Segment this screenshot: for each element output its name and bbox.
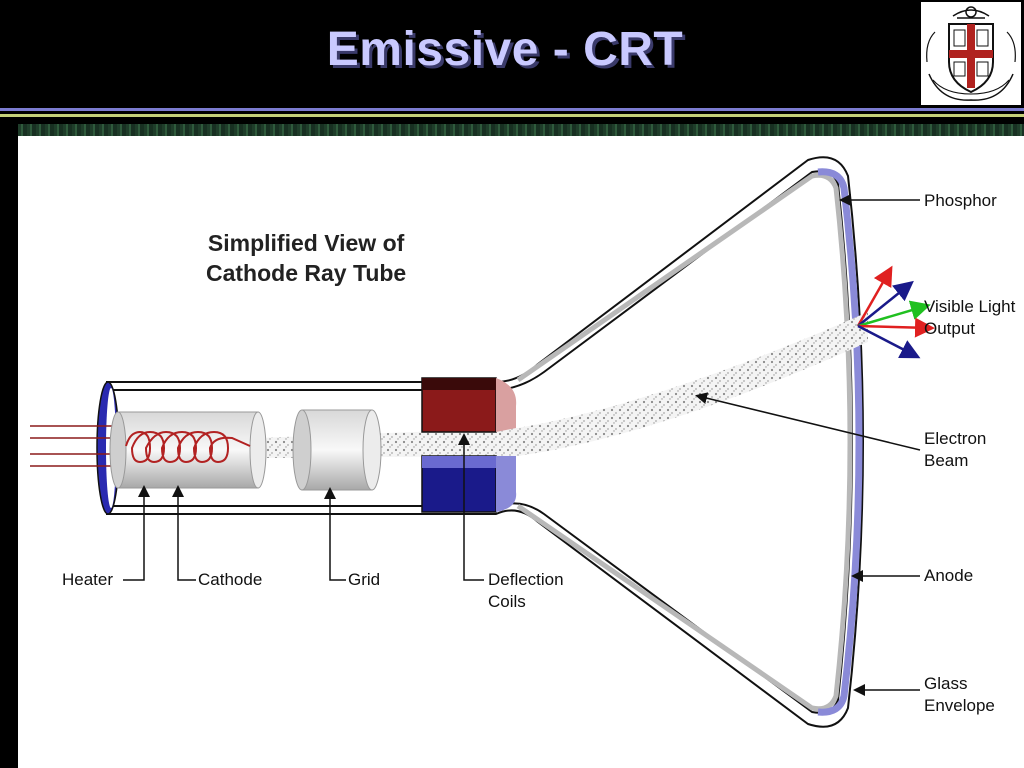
label-deflection-coils: Deflection Coils [488, 569, 564, 613]
label-grid: Grid [348, 570, 381, 589]
label-cathode: Cathode [198, 570, 263, 589]
cathode-cylinder [109, 411, 267, 489]
label-deflection-line1: Deflection [488, 570, 564, 589]
diagram-heading-line1: Simplified View of [207, 230, 405, 256]
label-deflection-line2: Coils [488, 592, 526, 611]
university-crest-icon [921, 2, 1021, 105]
label-heater: Heater [62, 570, 114, 589]
heater-leads [30, 425, 120, 467]
label-anode: Anode [924, 566, 974, 585]
light-arrow-green [857, 300, 931, 328]
deflection-coil-top [421, 377, 517, 433]
label-visible-light-line1: Visible Light [924, 297, 1016, 316]
label-glass-envelope: Glass Envelope [924, 673, 995, 717]
label-visible-light-output: Visible Light Output [924, 296, 1015, 340]
label-phosphor: Phosphor [924, 191, 997, 210]
heater-coil [125, 430, 251, 464]
label-glass-line1: Glass [924, 674, 968, 693]
light-arrow-blue-down [857, 324, 921, 359]
title-divider-blue [0, 108, 1024, 111]
label-electron-beam: Electron Beam [924, 428, 986, 472]
light-arrow-blue-up [857, 280, 914, 327]
diagram-heading-line2: Cathode Ray Tube [206, 260, 407, 286]
slide-title: Emissive - CRT [326, 23, 684, 76]
title-divider-green [0, 114, 1024, 117]
light-arrow-red-mid [857, 317, 935, 338]
label-glass-line2: Envelope [924, 696, 995, 715]
texture-band [18, 124, 1024, 136]
grid-cylinder [292, 409, 382, 491]
deflection-coil-bottom [421, 455, 517, 513]
label-visible-light-line2: Output [924, 319, 976, 338]
anode-layer [516, 172, 853, 712]
phosphor-layer [817, 168, 863, 716]
leader-lines [123, 194, 921, 696]
crt-diagram: Simplified View of Cathode Ray Tube Heat… [18, 136, 1024, 768]
label-electron-line2: Beam [924, 451, 969, 470]
diagram-heading: Simplified View of Cathode Ray Tube [206, 228, 406, 288]
label-electron-line1: Electron [924, 429, 987, 448]
light-arrow-red-up [856, 265, 893, 327]
